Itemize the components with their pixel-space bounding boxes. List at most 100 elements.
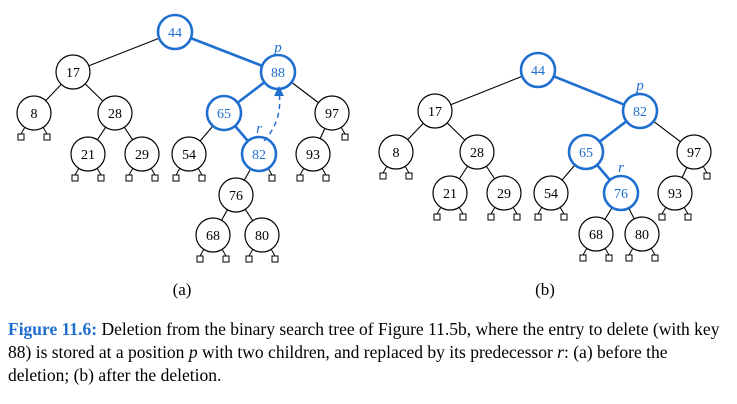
caption-text-3: : (a) before the deletion; (b) after the… [8, 342, 668, 385]
tree-node: 93 [295, 136, 331, 172]
node-circle [486, 175, 522, 211]
node-key: 88 [271, 66, 285, 81]
tree-node: 97 [314, 95, 350, 131]
panel-b-r-marker: r [618, 160, 624, 176]
tree-node: 93 [657, 175, 693, 211]
external-leaf [651, 254, 659, 262]
tree-node: 68 [578, 216, 614, 252]
leaf-edge [321, 167, 327, 176]
external-leaf [379, 172, 387, 180]
leaf-edge [458, 206, 464, 215]
leaf-edge [661, 206, 667, 215]
leaf-edge [197, 167, 203, 176]
leaf-edge [537, 206, 543, 215]
external-leaf [605, 254, 613, 262]
node-key: 97 [325, 107, 339, 122]
tree-node: 28 [97, 95, 133, 131]
node-circle [432, 175, 468, 211]
tree-node: 80 [624, 216, 660, 252]
external-leaf [125, 174, 133, 182]
external-leaf [534, 213, 542, 221]
leaf-edge [604, 247, 610, 256]
panel-a-replace-arrow [263, 91, 281, 142]
leaf-edge [248, 248, 254, 257]
leaf-edge [702, 165, 708, 174]
tree-edge [537, 68, 641, 113]
external-leaf [271, 255, 279, 263]
tree-node: 8 [378, 134, 414, 170]
external-leaf [487, 213, 495, 221]
external-leaf [151, 174, 159, 182]
panel-a-r-marker: r [256, 121, 262, 137]
node-circle [624, 216, 660, 252]
node-key: 17 [66, 66, 80, 81]
external-leaf [43, 133, 51, 141]
caption-label: Figure 11.6: [8, 319, 98, 339]
external-leaf [222, 255, 230, 263]
panel-a-label: (a) [173, 280, 192, 299]
node-circle [171, 136, 207, 172]
node-key: 82 [633, 105, 647, 120]
node-key: 80 [635, 228, 649, 243]
node-circle [657, 175, 693, 211]
leaf-edge [199, 248, 205, 257]
node-circle [567, 133, 605, 171]
leaf-edge [683, 206, 689, 215]
leaf-edge [512, 206, 518, 215]
node-key: 68 [589, 228, 603, 243]
caption-text-2: with two children, and replaced by its p… [197, 342, 558, 362]
tree-node: 17 [417, 93, 453, 129]
external-leaf [17, 133, 25, 141]
external-leaf [296, 174, 304, 182]
external-leaf [579, 254, 587, 262]
node-key: 76 [614, 187, 628, 202]
tree-edge [434, 69, 539, 112]
leaf-edge [20, 126, 26, 135]
tree-node: 82 [240, 135, 278, 173]
panel-a-replace-arrowhead [274, 86, 284, 96]
external-leaf [245, 255, 253, 263]
tree-node: 21 [70, 136, 106, 172]
external-leaves [17, 126, 711, 263]
external-leaf [560, 213, 568, 221]
node-circle [97, 95, 133, 131]
leaf-edge [340, 126, 346, 135]
panel-b-label: (b) [535, 280, 555, 299]
leaf-edge [404, 165, 410, 174]
tree-node: 65 [205, 94, 243, 132]
tree-node: 17 [55, 54, 91, 90]
node-key: 17 [428, 105, 442, 120]
node-circle [314, 95, 350, 131]
external-leaf [703, 172, 711, 180]
tree-node: 54 [533, 175, 569, 211]
node-key: 21 [443, 187, 457, 202]
external-leaf [625, 254, 633, 262]
node-key: 82 [252, 148, 266, 163]
node-circle [218, 177, 254, 213]
tree-node: 28 [459, 134, 495, 170]
external-leaf [433, 213, 441, 221]
node-circle [70, 136, 106, 172]
node-circle [676, 134, 712, 170]
leaf-edge [128, 167, 134, 176]
tree-node: 65 [567, 133, 605, 171]
tree-node: 88 [259, 53, 297, 91]
external-leaf [196, 255, 204, 263]
external-leaf [658, 213, 666, 221]
tree-node: 80 [244, 217, 280, 253]
node-circle [195, 217, 231, 253]
leaf-edge [74, 167, 80, 176]
caption-text-1: Deletion from the binary search tree of … [8, 319, 720, 362]
leaf-edge [96, 167, 102, 176]
leaf-edge [650, 247, 656, 256]
node-circle [519, 51, 557, 89]
leaf-edge [150, 167, 156, 176]
node-circle [240, 135, 278, 173]
node-circle [602, 174, 640, 212]
node-key: 76 [229, 189, 243, 204]
tree-node: 82 [621, 92, 659, 130]
external-leaf [341, 133, 349, 141]
node-circle [156, 13, 194, 51]
leaf-edge [559, 206, 565, 215]
